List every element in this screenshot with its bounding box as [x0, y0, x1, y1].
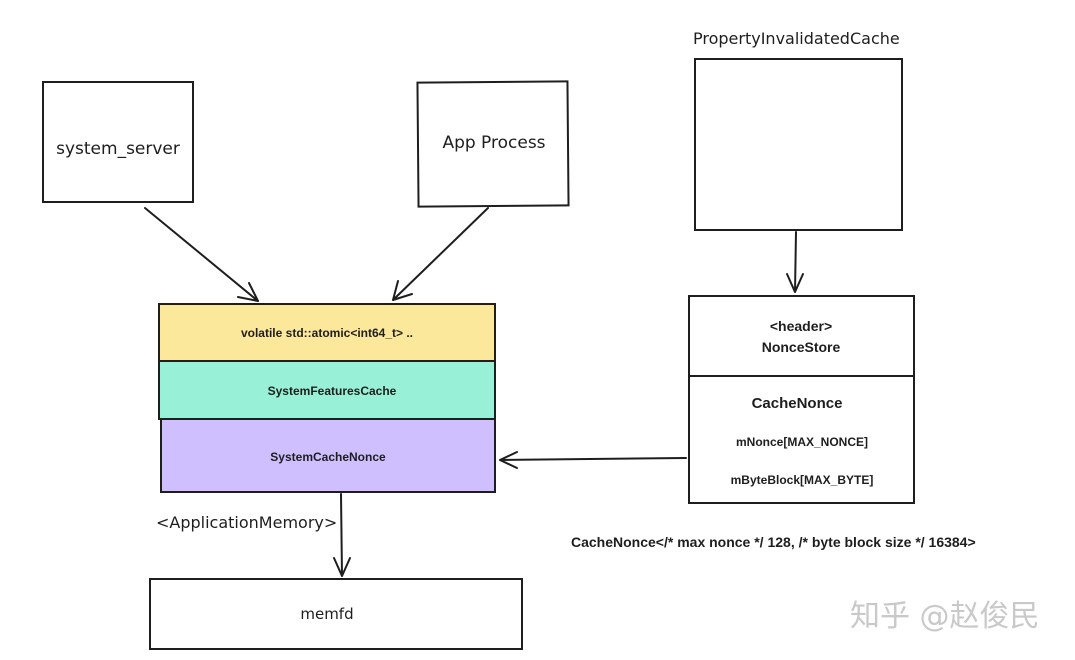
nonce-row-label: SystemCacheNonce	[270, 450, 386, 464]
arrow-app-process-to-memory	[392, 207, 489, 301]
cachenonce-template-declaration: CacheNonce</* max nonce */ 128, /* byte …	[571, 534, 976, 550]
m-byte-block-field: mByteBlock[MAX_BYTE]	[731, 473, 874, 487]
shared-memory-stack: volatile std::atomic<int64_t> .. SystemF…	[158, 303, 496, 493]
features-row-label: SystemFeaturesCache	[268, 384, 397, 398]
app-process-label: App Process	[442, 133, 545, 153]
atomic-row-fill	[159, 304, 495, 361]
application-memory-label: <ApplicationMemory>	[156, 513, 337, 532]
memfd-node: memfd	[149, 578, 523, 650]
features-row-fill	[159, 361, 495, 419]
system-server-node: system_server	[42, 81, 194, 203]
arrow-cachenonce-to-systemcachenonce	[499, 451, 687, 469]
arrow-cache-to-noncestore	[786, 231, 804, 293]
watermark: 知乎 @赵俊民	[850, 599, 1040, 634]
property-cache-label: PropertyInvalidatedCache	[693, 29, 900, 48]
app-process-node: App Process	[416, 80, 570, 208]
atomic-row-label: volatile std::atomic<int64_t> ..	[241, 326, 413, 340]
system-server-label: system_server	[56, 139, 180, 159]
cachenonce-node: CacheNonce mNonce[MAX_NONCE] mByteBlock[…	[688, 375, 915, 504]
arrow-system-server-to-memory	[144, 207, 259, 302]
header-tag-label: <header>	[770, 318, 832, 334]
memfd-label: memfd	[300, 605, 353, 623]
m-nonce-field: mNonce[MAX_NONCE]	[736, 435, 868, 449]
nonce-row-fill	[161, 419, 495, 492]
noncestore-node: <header> NonceStore	[688, 295, 915, 377]
property-invalidated-cache-node: PropertyInvalidatedCache	[693, 29, 903, 231]
cachenonce-title: CacheNonce	[752, 395, 843, 412]
noncestore-label: NonceStore	[762, 339, 841, 355]
arrow-memory-to-memfd	[333, 493, 351, 577]
